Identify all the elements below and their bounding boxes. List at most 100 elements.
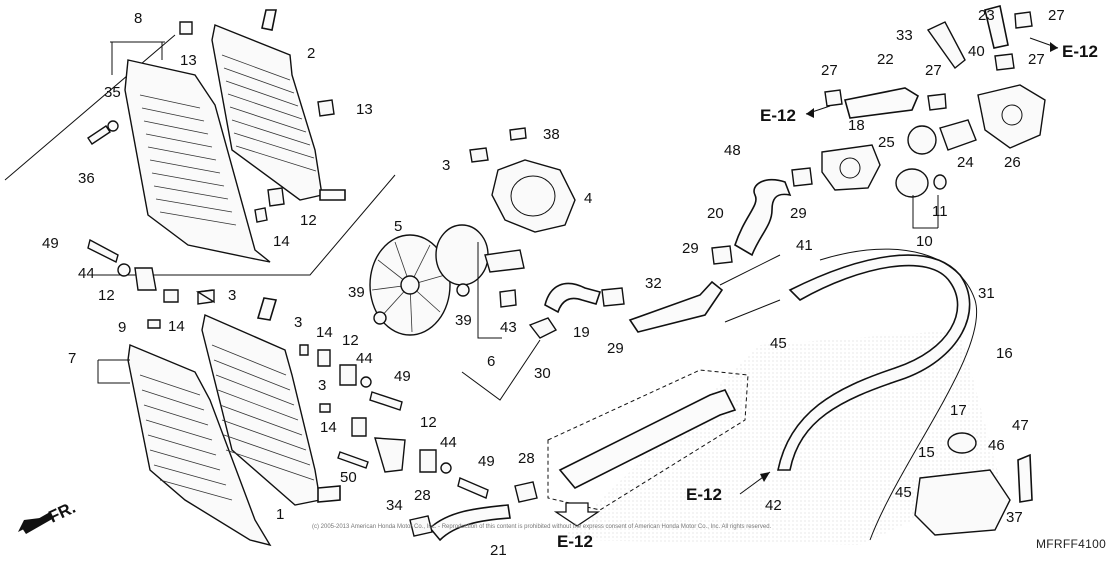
upper-radiator-shroud: [124, 59, 271, 263]
callout-28b: 28: [518, 450, 535, 467]
upper-hardware: [87, 21, 335, 223]
callout-12c: 12: [342, 332, 359, 349]
callout-3d: 3: [442, 157, 450, 174]
hose-19: [544, 282, 602, 314]
callout-37: 37: [1006, 509, 1023, 526]
callout-49c: 49: [478, 453, 495, 470]
callout-22: 22: [877, 51, 894, 68]
upper-radiator: [211, 9, 346, 201]
drawing-code: MFRFF4100: [1036, 537, 1106, 551]
callout-29c: 29: [790, 205, 807, 222]
callout-49b: 49: [394, 368, 411, 385]
clamp-30: [528, 317, 558, 339]
callout-16: 16: [996, 345, 1013, 362]
copyright-note: (c) 2005-2013 American Honda Motor Co., …: [312, 524, 772, 530]
clamps-29: [601, 167, 813, 307]
fan-small-parts: [195, 147, 517, 325]
callout-5: 5: [394, 218, 402, 235]
callout-29a: 29: [607, 340, 624, 357]
callout-44c: 44: [440, 434, 457, 451]
callout-12d: 12: [420, 414, 437, 431]
pipe-32: [628, 280, 724, 333]
callout-27b: 27: [925, 62, 942, 79]
callout-14d: 14: [320, 419, 337, 436]
callout-43: 43: [500, 319, 517, 336]
callout-46: 46: [988, 437, 1005, 454]
callout-15: 15: [918, 444, 935, 461]
ref-arrow-right-1: [1029, 37, 1059, 52]
callout-38: 38: [543, 126, 560, 143]
callout-23: 23: [978, 7, 995, 24]
callout-20: 20: [707, 205, 724, 222]
callout-48: 48: [724, 142, 741, 159]
fan-shroud: [491, 127, 576, 233]
fan-motor: [435, 224, 525, 286]
callout-10: 10: [916, 233, 933, 250]
callout-14c: 14: [316, 324, 333, 341]
clamps-27: [824, 11, 1033, 111]
callout-3a: 3: [228, 287, 236, 304]
inset-pipe: [547, 369, 749, 511]
callout-42: 42: [765, 497, 782, 514]
callout-27c: 27: [1048, 7, 1065, 24]
hose-22: [843, 87, 920, 119]
callout-6: 6: [487, 353, 495, 370]
callout-17: 17: [950, 402, 967, 419]
callout-3c: 3: [318, 377, 326, 394]
overflow-hoses-16-31: [777, 248, 978, 541]
callout-26: 26: [1004, 154, 1021, 171]
front-label: FR.: [46, 498, 79, 527]
callout-27d: 27: [1028, 51, 1045, 68]
callout-44a: 44: [78, 265, 95, 282]
callout-1: 1: [276, 506, 284, 523]
callout-7: 7: [68, 350, 76, 367]
reservoir-cap-10: [895, 168, 947, 198]
callout-35: 35: [104, 84, 121, 101]
callout-25: 25: [878, 134, 895, 151]
thermostat-housing-18: [821, 144, 881, 191]
callout-11: 11: [932, 203, 948, 220]
callout-44b: 44: [356, 350, 373, 367]
ref-label-e12-lower: E-12: [686, 485, 722, 504]
ref-arrow-right-2: [739, 471, 771, 495]
hose-21: [428, 504, 511, 542]
callout-13b: 13: [356, 101, 373, 118]
callout-47: 47: [1012, 417, 1029, 434]
callout-30: 30: [534, 365, 551, 382]
callout-13a: 13: [180, 52, 197, 69]
callout-39a: 39: [348, 284, 365, 301]
leader-lines: [97, 41, 939, 401]
callout-39b: 39: [455, 312, 472, 329]
o-ring-25: [907, 125, 937, 155]
cooling-fan: [369, 234, 451, 336]
ref-arrow-left-1: [805, 105, 831, 118]
callout-32: 32: [645, 275, 662, 292]
ref-label-e12-bottom: E-12: [557, 532, 593, 551]
callout-41: 41: [796, 237, 813, 254]
callout-28a: 28: [414, 487, 431, 504]
callout-14b: 14: [168, 318, 185, 335]
reserve-tank-15: [914, 432, 1033, 536]
callout-8: 8: [134, 10, 142, 27]
ref-label-e12-right: E-12: [1062, 42, 1098, 61]
callout-50: 50: [340, 469, 357, 486]
hose-20: [734, 178, 792, 257]
lower-hardware: [87, 238, 489, 499]
ref-arrow-down: [553, 502, 601, 527]
callout-40: 40: [968, 43, 985, 60]
callout-12b: 12: [98, 287, 115, 304]
callout-9: 9: [118, 319, 126, 336]
callout-21: 21: [490, 542, 507, 559]
sensor-33: [926, 21, 966, 70]
callout-14a: 14: [273, 233, 290, 250]
callout-27a: 27: [821, 62, 838, 79]
callout-31: 31: [978, 285, 995, 302]
callout-36: 36: [78, 170, 95, 187]
front-arrow: [18, 512, 54, 534]
callout-49a: 49: [42, 235, 59, 252]
callout-33: 33: [896, 27, 913, 44]
callout-29b: 29: [682, 240, 699, 257]
callout-34: 34: [386, 497, 403, 514]
